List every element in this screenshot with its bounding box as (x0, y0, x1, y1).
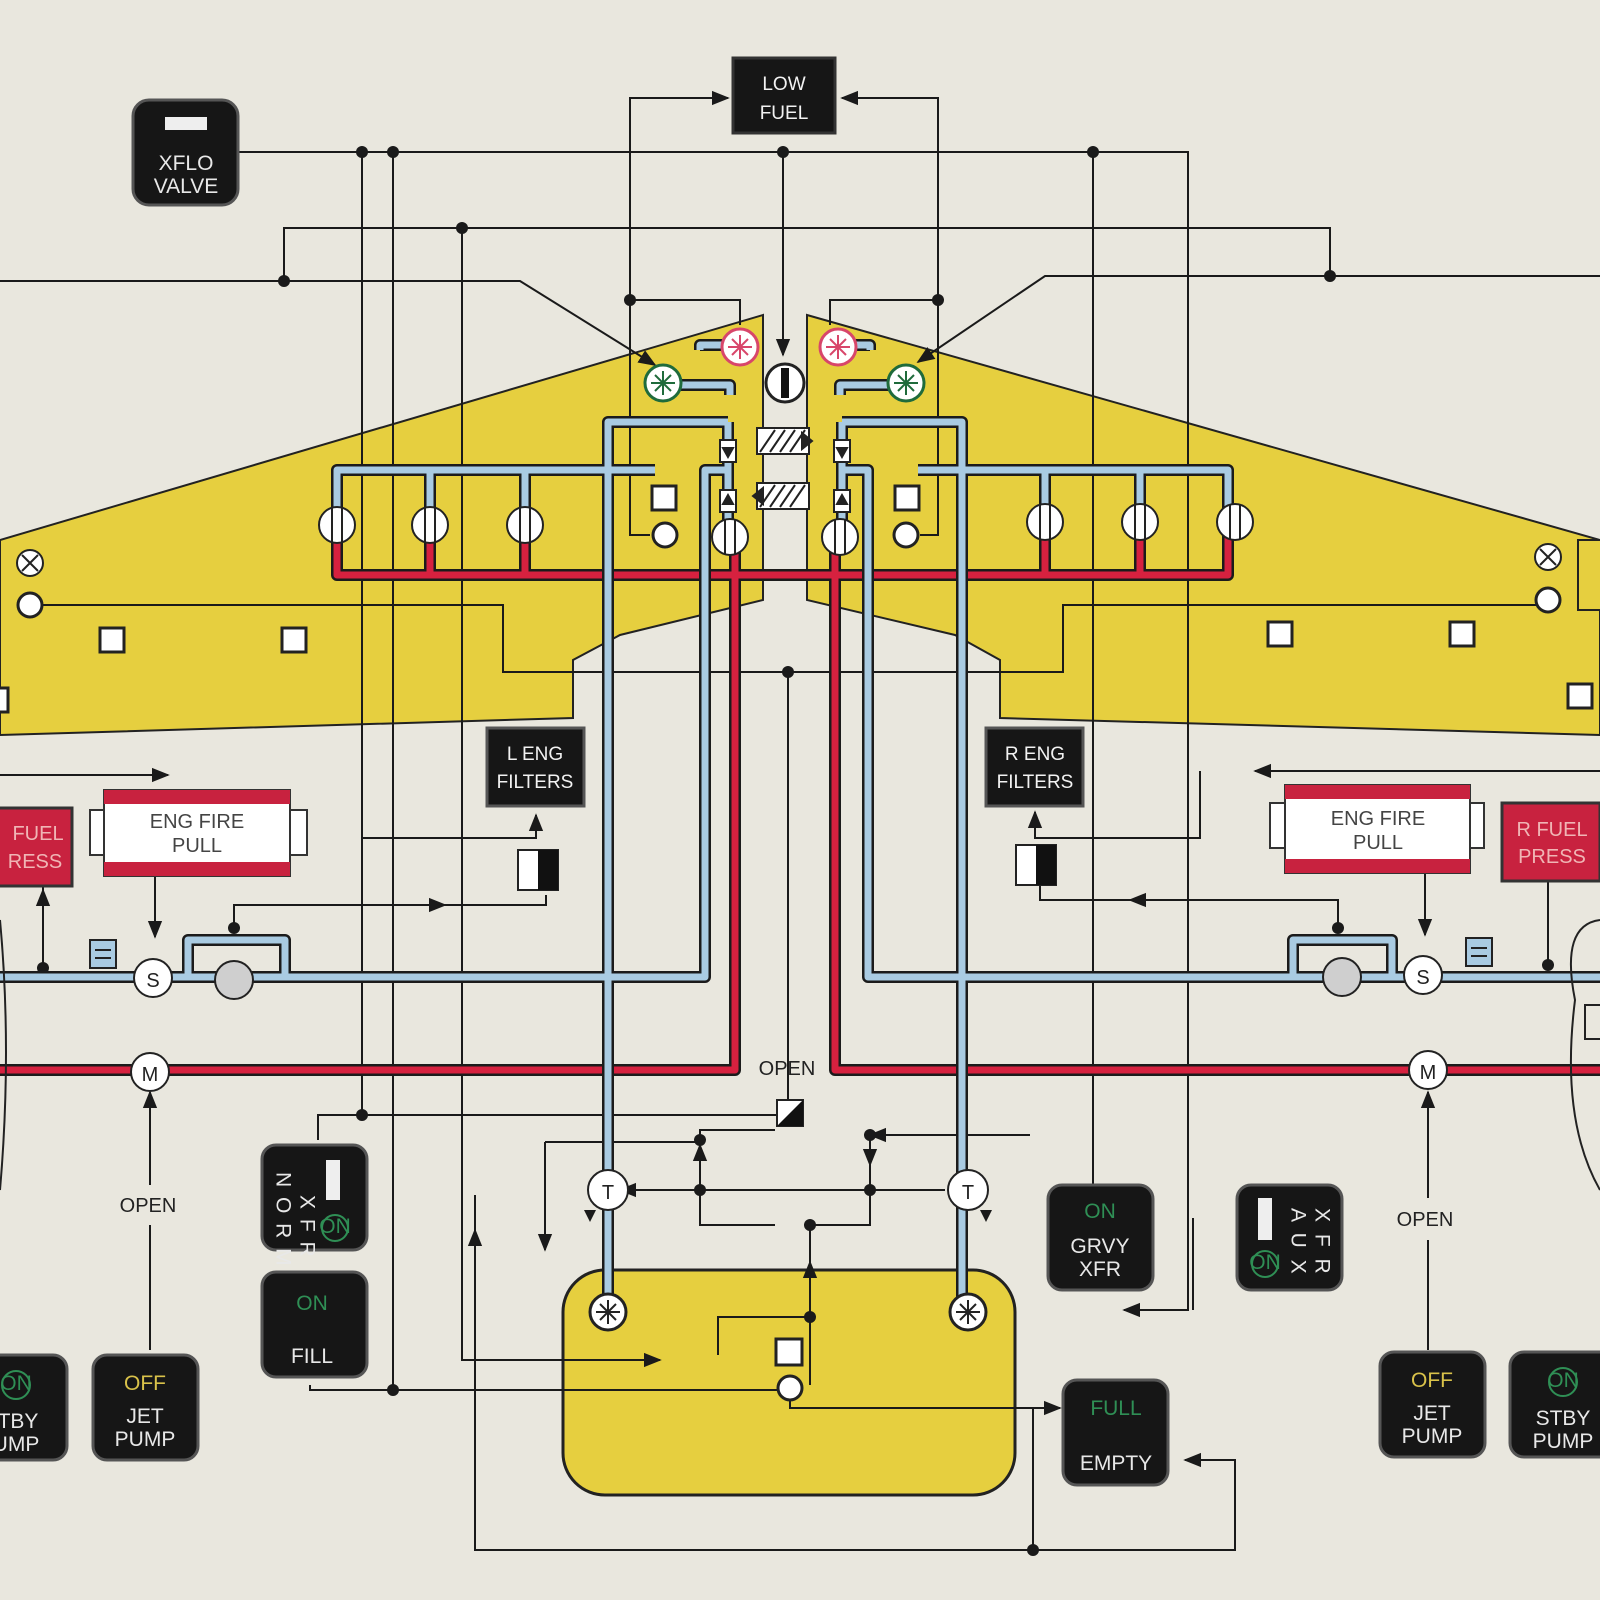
r-eng-fire-line1: ENG FIRE (1331, 808, 1425, 830)
l-fuel-press-annunciator: FUEL RESS (0, 806, 74, 888)
r-stby-pump-switch[interactable]: ON STBY PUMP (1508, 1350, 1600, 1459)
open-valve-icon (776, 1099, 804, 1127)
shutoff-valve-left: S (133, 958, 173, 998)
l-jet-pump-line1: JET (126, 1405, 164, 1428)
l-stby-pump-switch[interactable]: ON TBY UMP (0, 1353, 69, 1462)
t-label: T (962, 1182, 974, 1204)
grvy-xfr-switch[interactable]: ON GRVY XFR (1046, 1183, 1155, 1292)
motive-flow-valve-icons (643, 327, 926, 403)
norm-label: N O R M (272, 1172, 295, 1268)
l-jet-pump-line2: PUMP (115, 1428, 176, 1451)
shutoff-valve-right: S (1403, 955, 1443, 995)
r-eng-fire-line2: PULL (1353, 832, 1403, 854)
fill-on: ON (296, 1292, 328, 1315)
crossflow-valve-icon (764, 362, 806, 404)
empty-label: EMPTY (1080, 1452, 1152, 1475)
s-label: S (1416, 967, 1429, 989)
l-jet-pump-switch[interactable]: OFF JET PUMP (91, 1353, 200, 1462)
l-eng-fire-line1: ENG FIRE (150, 811, 244, 833)
l-jet-pump-off: OFF (124, 1372, 166, 1395)
r-eng-filters-line2: FILTERS (997, 772, 1074, 793)
r-eng-filters-annunciator: R ENG FILTERS (984, 726, 1085, 808)
low-fuel-annunciator: LOW FUEL (731, 56, 837, 135)
grvy-xfr-on: ON (1084, 1200, 1116, 1223)
r-stby-pump-on: ON (1547, 1369, 1579, 1392)
norm-xfr-switch[interactable]: N O R M X F R ON (260, 1143, 369, 1268)
grvy-xfr-line1: GRVY (1070, 1235, 1129, 1258)
boost-pump-icons (318, 503, 1254, 556)
engine-pump-icons (89, 937, 1493, 1000)
m-label: M (1420, 1062, 1437, 1084)
grvy-xfr-line2: XFR (1079, 1258, 1121, 1281)
motive-valve-right: M (1408, 1050, 1448, 1090)
full-label: FULL (1090, 1397, 1141, 1420)
l-stby-pump-on: ON (0, 1372, 32, 1395)
open-label-center: OPEN (759, 1058, 816, 1080)
transfer-valve-right: T (947, 1169, 989, 1211)
aux-xfr-on: ON (1249, 1251, 1281, 1274)
xflo-line1: XFLO (159, 152, 214, 175)
r-eng-filters-line1: R ENG (1005, 744, 1065, 765)
low-fuel-line1: LOW (762, 74, 805, 95)
check-valve-icons (751, 427, 814, 510)
left-wing-tank (0, 313, 764, 737)
filter-bypass-switch-icons (517, 844, 1057, 891)
aux-tank-pump-icons (588, 1292, 988, 1332)
engine-outline-icons (0, 919, 1600, 1191)
r-fuel-press-annunciator: R FUEL PRESS (1500, 801, 1600, 883)
r-jet-pump-line1: JET (1413, 1402, 1451, 1425)
line-check-icons (719, 439, 851, 513)
aux-xfr-switch[interactable]: ON A U X X F R (1235, 1183, 1344, 1292)
r-fuel-press-line1: R FUEL (1516, 819, 1587, 841)
r-eng-fire-pull-handle[interactable]: ENG FIRE PULL (1269, 784, 1485, 874)
r-stby-pump-line1: STBY (1536, 1407, 1591, 1430)
s-label: S (146, 970, 159, 992)
t-label: T (602, 1182, 614, 1204)
r-jet-pump-switch[interactable]: OFF JET PUMP (1378, 1350, 1487, 1459)
l-fuel-press-line1: FUEL (12, 823, 63, 845)
full-empty-indicator: FULL EMPTY (1061, 1378, 1170, 1487)
xfr-label: X F R (296, 1195, 319, 1259)
r-fuel-press-line2: PRESS (1518, 846, 1586, 868)
fuel-feed-lines (0, 528, 1600, 1076)
r-jet-pump-line2: PUMP (1402, 1425, 1463, 1448)
wire-junctions (37, 146, 1554, 1556)
l-fuel-press-line2: RESS (8, 851, 62, 873)
xfr-label: X F R (1311, 1208, 1334, 1277)
transfer-valve-left: T (587, 1169, 629, 1211)
m-label: M (142, 1064, 159, 1086)
r-stby-pump-line2: PUMP (1533, 1430, 1594, 1453)
l-eng-fire-line2: PULL (172, 835, 222, 857)
l-stby-pump-line1: TBY (0, 1410, 38, 1433)
low-fuel-line2: FUEL (760, 103, 809, 124)
l-eng-filters-annunciator: L ENG FILTERS (485, 726, 586, 808)
fill-switch[interactable]: ON FILL (260, 1270, 369, 1379)
right-tip-outline (1577, 539, 1600, 611)
control-wiring (0, 90, 1600, 1551)
vent-valve-icons (16, 543, 1562, 577)
l-eng-filters-line1: L ENG (507, 744, 563, 765)
open-label-left: OPEN (120, 1195, 177, 1217)
l-eng-fire-pull-handle[interactable]: ENG FIRE PULL (89, 789, 308, 877)
xflo-line2: VALVE (154, 175, 219, 198)
motive-valve-left: M (130, 1052, 170, 1092)
xflo-valve-annunciator: XFLO VALVE (131, 98, 240, 207)
fill-label: FILL (291, 1345, 333, 1368)
aux-label: A U X (1287, 1208, 1310, 1277)
level-sensor-icons (0, 484, 1594, 1402)
norm-xfr-on: ON (319, 1215, 351, 1238)
r-jet-pump-off: OFF (1411, 1369, 1453, 1392)
l-stby-pump-line2: UMP (0, 1433, 39, 1456)
check-markers (584, 1210, 992, 1222)
open-label-right: OPEN (1397, 1209, 1454, 1231)
l-eng-filters-line2: FILTERS (497, 772, 574, 793)
